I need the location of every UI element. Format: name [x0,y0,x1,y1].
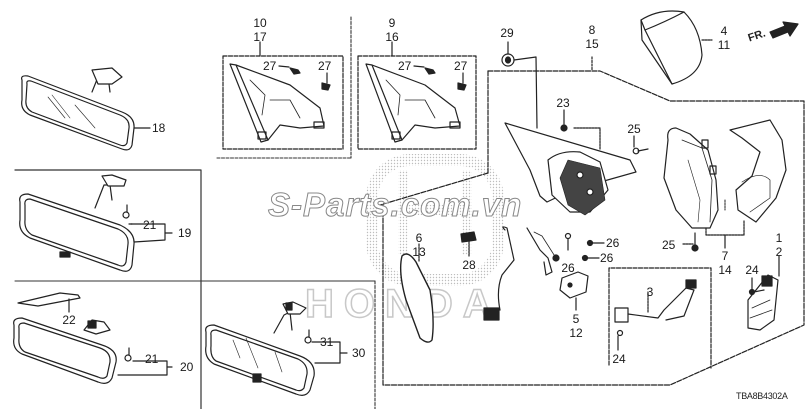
callout-27: 27 [318,59,332,73]
box-10-17 [222,55,344,150]
honda-wordmark-watermark: HONDA [304,281,502,327]
callout-27: 27 [398,59,412,73]
rearview-mirror-18 [21,67,151,151]
callout-22: 22 [62,313,76,327]
callout-21: 21 [143,218,157,232]
mirror-corner-bracket-left [229,63,331,143]
callout-17: 17 [253,30,267,44]
callout-15: 15 [585,37,599,51]
callout-8: 8 [588,23,596,37]
screw-25-bottom [682,232,699,252]
callout-18: 18 [152,121,166,135]
callout-24: 24 [612,352,626,366]
mirror-base-assembly [504,122,637,216]
callout-13: 13 [412,245,426,259]
callout-28: 28 [462,258,476,272]
callout-2: 2 [775,245,783,259]
callout-19: 19 [178,226,192,240]
leader-lines [575,199,726,311]
mirror-housing-7 [663,119,787,249]
callout-25: 25 [627,122,641,136]
puddle-light-3 [614,279,697,351]
callout-11: 11 [717,38,731,52]
callout-3: 3 [646,285,654,299]
section-frames [14,16,376,409]
wire-harness [483,226,560,321]
diagram-code: TBA8B4302A [736,391,788,401]
callout-26: 26 [600,251,614,265]
callout-27: 27 [454,59,468,73]
screws-26 [564,232,605,262]
callout-6: 6 [415,231,423,245]
callout-30: 30 [352,346,366,360]
screw-23 [560,109,568,132]
callout-4: 4 [720,24,728,38]
callout-29: 29 [500,26,514,40]
callout-25: 25 [662,238,676,252]
clip-28 [460,231,477,257]
screw-25-top [632,135,649,155]
callout-1: 1 [775,231,783,245]
callout-20: 20 [180,360,194,374]
callout-14: 14 [718,263,732,277]
mirror-corner-bracket-right [365,63,467,143]
callout-10: 10 [253,16,267,30]
box-9-16 [357,55,477,150]
callout-23: 23 [556,96,570,110]
rearview-mirror-30 [205,301,348,396]
callout-12: 12 [569,326,583,340]
callout-16: 16 [385,30,399,44]
callout-26: 26 [561,261,575,275]
front-direction-arrow [769,21,799,39]
callout-24: 24 [745,263,759,277]
mirror-cap-4 [640,10,713,85]
site-watermark: S-Parts.com.vn [267,186,523,224]
turn-signal-1 [747,255,780,331]
callout-31: 31 [320,335,334,349]
nut-29 [501,41,538,129]
callout-5: 5 [572,312,580,326]
mirror-glass-6 [399,243,434,343]
callout-7: 7 [721,249,729,263]
callout-9: 9 [388,16,396,30]
rearview-mirror-20 [13,292,173,384]
rearview-mirror-19 [19,174,173,272]
bracket-5 [559,271,589,311]
callout-21: 21 [145,352,159,366]
callout-27: 27 [263,59,277,73]
callout-26: 26 [606,236,620,250]
